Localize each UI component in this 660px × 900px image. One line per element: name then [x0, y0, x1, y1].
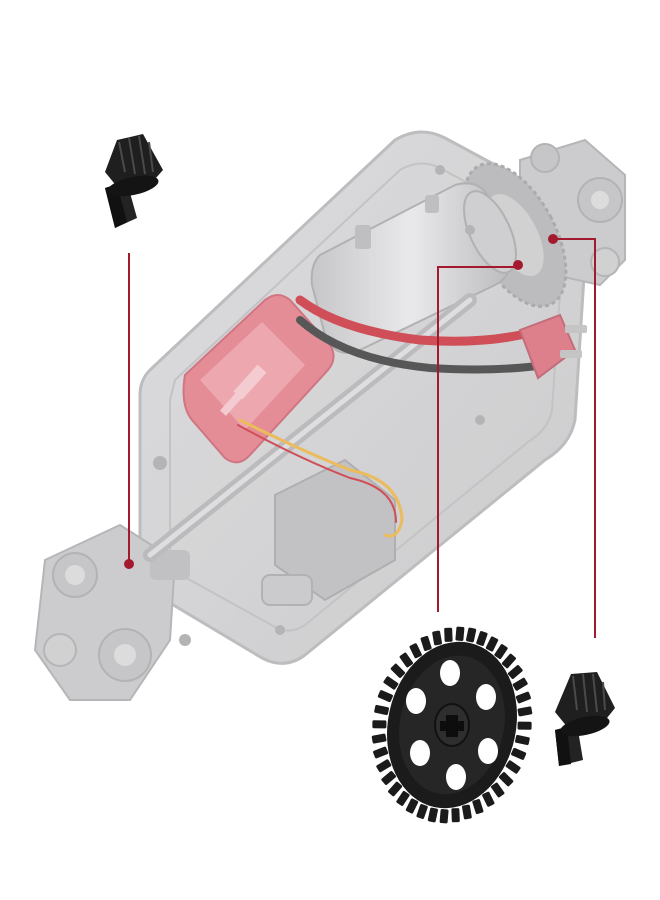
gear-tooth — [501, 653, 516, 669]
gear-tooth — [494, 644, 508, 660]
gear-tooth — [427, 807, 438, 823]
gear-tooth — [376, 759, 392, 773]
bevel-pinion-gear-icon-2[interactable] — [555, 672, 615, 766]
gear-tooth — [466, 627, 477, 643]
t-plug-connector — [518, 313, 587, 380]
gear-tooth — [515, 691, 531, 704]
gear-tooth — [405, 798, 419, 814]
bevel-pinion-gear-icon[interactable] — [105, 134, 163, 228]
gear-tooth — [455, 626, 465, 641]
gear-tooth — [432, 630, 442, 646]
wires — [237, 295, 549, 538]
gear-tooth — [374, 704, 389, 716]
leader-dots — [124, 234, 558, 569]
gear-tooth — [383, 676, 399, 690]
gear-tooth — [373, 746, 389, 759]
gear-tooth — [439, 809, 449, 824]
gear-tooth — [490, 782, 505, 798]
gear-tooth — [390, 663, 406, 678]
gear-tooth — [409, 643, 422, 659]
servo — [261, 458, 396, 606]
leader-line-front-pinion — [553, 238, 596, 638]
gear-tooth — [399, 652, 414, 668]
gear-tooth — [517, 721, 532, 730]
chassis — [33, 130, 626, 701]
gear-tooth — [416, 803, 428, 820]
gear-tooth — [507, 665, 523, 679]
spur-gear-icon[interactable] — [371, 626, 533, 824]
gear-tooth — [498, 772, 514, 787]
gear-tooth — [472, 799, 484, 815]
gear-tooth — [517, 706, 533, 717]
gear-tooth — [388, 781, 403, 797]
gear-tooth — [505, 760, 521, 774]
gear-tooth — [451, 808, 460, 823]
rear-gearbox — [33, 523, 190, 701]
gear-tooth — [462, 804, 472, 820]
gear-tooth — [396, 790, 410, 806]
gear-tooth — [511, 747, 527, 760]
gear-tooth — [485, 636, 499, 652]
chassis-screws — [153, 165, 485, 646]
motor — [310, 182, 517, 354]
gear-tooth — [512, 677, 528, 691]
gear-tooth — [420, 635, 432, 651]
gear-tooth — [515, 734, 530, 746]
gear-tooth — [377, 690, 393, 703]
esc-module[interactable] — [182, 294, 335, 464]
gear-tooth — [381, 771, 397, 785]
gear-tooth — [444, 627, 453, 642]
gear-tooth — [482, 791, 495, 807]
leader-line-spur-gear — [437, 266, 518, 612]
leader-lines — [128, 238, 596, 638]
gear-tooth — [372, 720, 387, 729]
spur-gear-holes — [406, 660, 498, 790]
gear-tooth — [371, 733, 387, 744]
gear-tooth — [476, 630, 488, 647]
